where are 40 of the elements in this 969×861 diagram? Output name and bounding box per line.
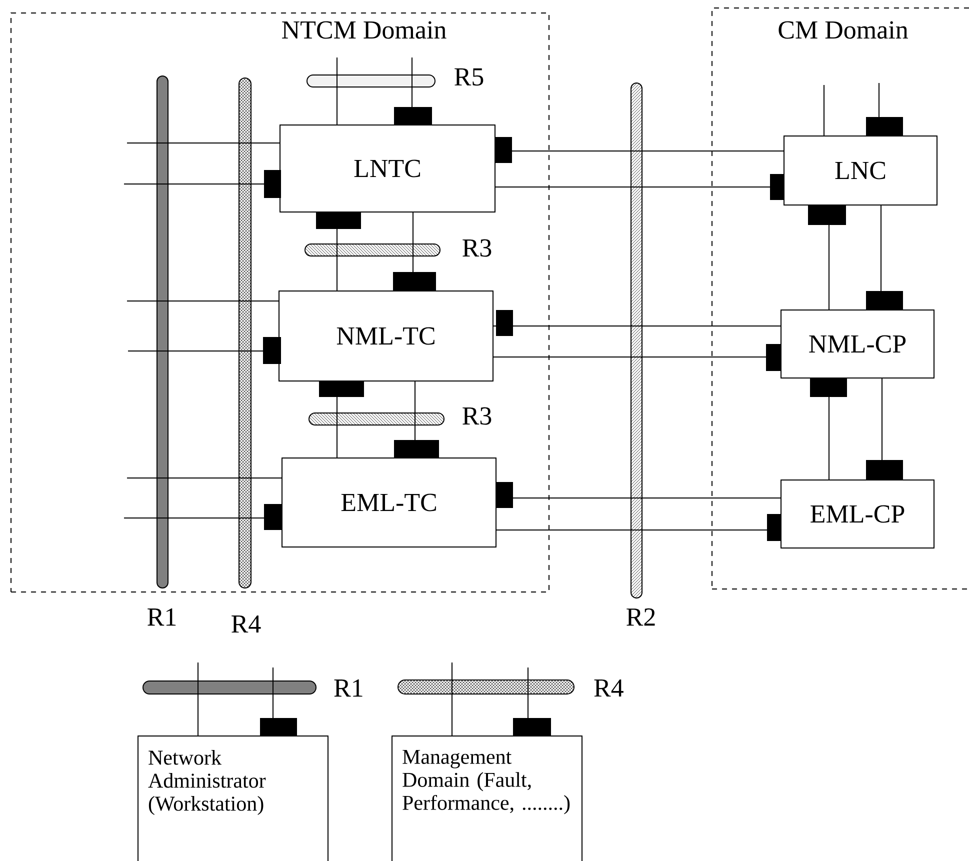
interface-line (336, 57, 338, 125)
interface-line (495, 137, 784, 163)
interface-line (124, 170, 281, 198)
bus-label: R5 (454, 68, 484, 86)
bus-label: R4 (594, 679, 624, 697)
interface-line (260, 667, 297, 736)
interface-line (319, 381, 364, 458)
process-box: NML-TC (278, 290, 494, 382)
process-box: LNTC (280, 124, 496, 212)
interface-line (496, 514, 781, 541)
interface-line (126, 300, 279, 302)
interface-line (513, 667, 551, 736)
bus-label: R2 (626, 608, 655, 626)
process-box: NML-CP (780, 310, 934, 378)
interface-line (394, 381, 439, 458)
text-box: Management Domain (Fault, Performance, ........) (392, 736, 582, 861)
interface-line (316, 212, 361, 291)
interface-line (493, 310, 781, 336)
interface-line (810, 378, 847, 480)
interface-line (394, 57, 432, 125)
interface-line (808, 205, 846, 310)
interface-line (866, 205, 903, 310)
interface-line (496, 482, 781, 508)
interface-line (495, 174, 784, 200)
interface-line (866, 82, 903, 136)
interface-line (493, 344, 781, 371)
interface-line (866, 378, 903, 480)
interface-line (128, 337, 281, 364)
interface-line (126, 142, 280, 144)
process-box: EML-TC (282, 458, 496, 548)
process-box: LNC (784, 136, 938, 206)
process-box: EML-CP (780, 480, 934, 548)
interface-line (124, 504, 282, 530)
bus-label: R1 (334, 679, 362, 697)
bus-label: R4 (232, 615, 261, 633)
bus-label: R3 (462, 239, 492, 257)
interface-line (393, 212, 436, 291)
bus-label: R3 (462, 407, 492, 425)
text-box: Network Administrator (Workstation) (138, 736, 328, 861)
bus-label: R1 (148, 608, 176, 626)
